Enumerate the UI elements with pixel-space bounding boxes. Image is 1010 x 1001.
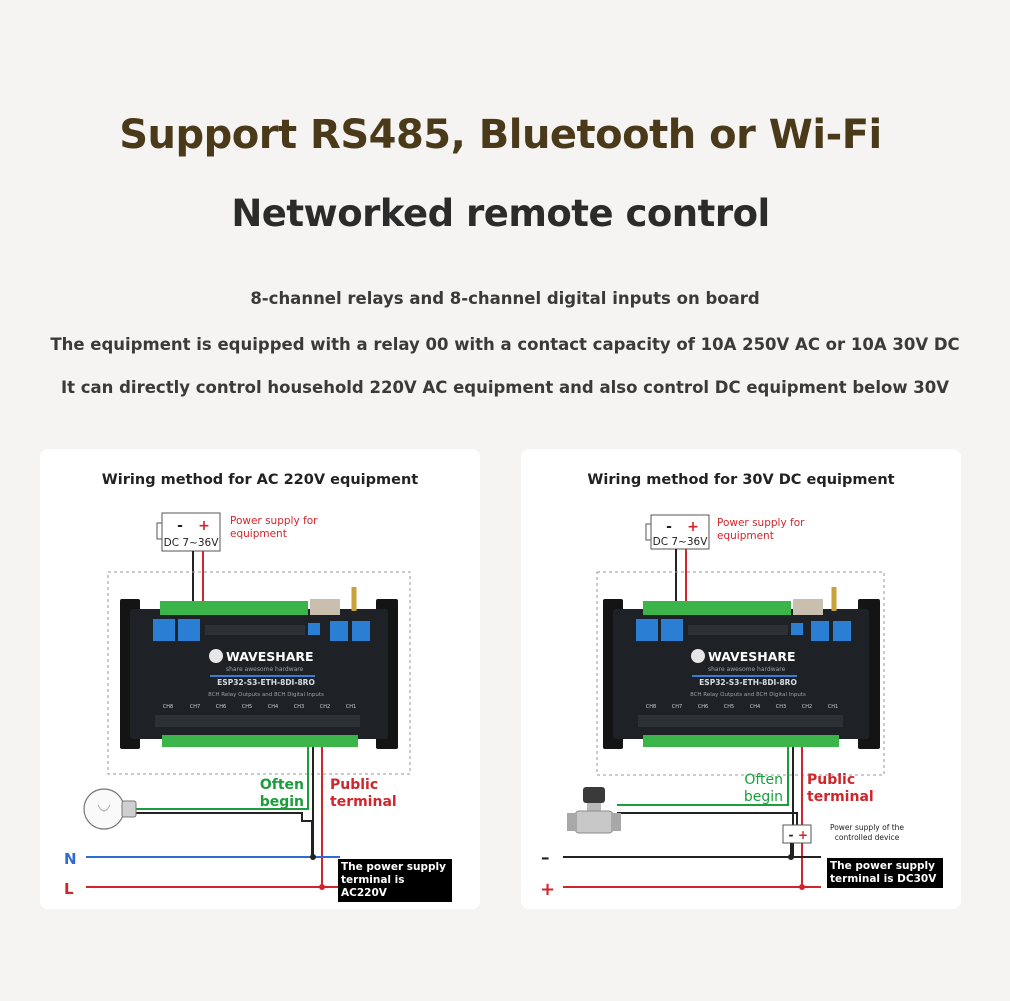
ac-description-text: 8CH Relay Outputs and 8CH Digital Inputs xyxy=(208,692,324,698)
dc-line-minus: – xyxy=(541,848,550,868)
ac-channel-label-5: CH5 xyxy=(242,704,252,710)
ac-supply-note: Power supply for equipment xyxy=(230,515,318,540)
feature-line-1: 8-channel relays and 8-channel digital i… xyxy=(250,289,760,308)
ac-wiring-panel: Wiring method for AC 220V equipment - + … xyxy=(40,449,480,909)
dc-device-supply-minus: - xyxy=(789,828,794,842)
dc-public-terminal-label: Public terminal xyxy=(807,772,874,805)
ac-supply-voltage: DC 7~36V xyxy=(164,537,220,549)
dc-channel-label-2: CH2 xyxy=(802,704,812,710)
dc-device-supply-plus: + xyxy=(798,828,808,842)
dc-device-supply-box: - + xyxy=(782,824,812,844)
ac-terminal-note-wrap: The power supply terminal is AC220V xyxy=(338,859,452,902)
dc-often-begin-label: Often begin xyxy=(743,772,783,805)
feature-line-3: It can directly control household 220V A… xyxy=(60,378,950,397)
dc-brand-text: WAVESHARE xyxy=(708,649,796,664)
dc-supply-voltage: DC 7~36V xyxy=(653,536,709,548)
dc-channel-label-1: CH1 xyxy=(828,704,838,710)
dc-supply-note: Power supply for equipment xyxy=(717,517,805,542)
dc-device-supply-note-wrap: Power supply of the controlled device xyxy=(829,823,905,842)
dc-panel-title: Wiring method for 30V DC equipment xyxy=(587,472,895,488)
light-bulb-icon xyxy=(83,788,137,830)
dc-brand-tagline: share awesome hardware xyxy=(708,666,786,673)
ac-supply-note-wrap: Power supply for equipment xyxy=(230,515,318,540)
dc-channel-label-7: CH7 xyxy=(672,704,682,710)
ac-public-terminal-label: Public terminal xyxy=(330,777,397,810)
ac-panel-title: Wiring method for AC 220V equipment xyxy=(101,472,419,488)
ac-channel-label-8: CH8 xyxy=(163,704,173,710)
ac-often-begin-wrap: Often begin xyxy=(259,777,304,810)
dc-public-terminal-wrap: Public terminal xyxy=(807,772,874,805)
ac-model-text: ESP32-S3-ETH-8DI-8RO xyxy=(217,678,315,687)
dc-line-plus: + xyxy=(540,879,555,900)
dc-channel-label-8: CH8 xyxy=(646,704,656,710)
dc-model-text: ESP32-S3-ETH-8DI-8RO xyxy=(699,678,797,687)
dc-supply-minus: - xyxy=(666,519,672,535)
solenoid-valve-icon xyxy=(567,787,621,834)
dc-relay-board: WAVESHARE share awesome hardware ESP32-S… xyxy=(603,587,880,749)
page-title: Support RS485, Bluetooth or Wi-Fi xyxy=(119,112,882,158)
ac-often-begin-label: Often begin xyxy=(259,777,304,810)
ac-brand-tagline: share awesome hardware xyxy=(226,666,304,673)
ac-channel-label-7: CH7 xyxy=(190,704,200,710)
ac-supply-minus: - xyxy=(177,518,183,534)
ac-channel-label-1: CH1 xyxy=(346,704,356,710)
dc-supply-box: - + DC 7~36V xyxy=(645,514,710,550)
ac-channel-label-6: CH6 xyxy=(216,704,226,710)
ac-channel-label-4: CH4 xyxy=(268,704,278,710)
page-subtitle: Networked remote control xyxy=(231,192,770,235)
dc-wiring-panel: Wiring method for 30V DC equipment - + D… xyxy=(521,449,961,909)
dc-wiring-diagram: - + DC 7~36V Power supply for equipment … xyxy=(540,514,943,900)
dc-channel-label-6: CH6 xyxy=(698,704,708,710)
dc-description-text: 8CH Relay Outputs and 8CH Digital Inputs xyxy=(690,692,806,698)
dc-supply-plus: + xyxy=(687,519,699,535)
dc-device-supply-note: Power supply of the controlled device xyxy=(829,823,905,842)
ac-terminal-note: The power supply terminal is AC220V xyxy=(338,859,452,902)
ac-brand-text: WAVESHARE xyxy=(226,649,314,664)
ac-supply-plus: + xyxy=(198,518,210,534)
dc-terminal-note: The power supply terminal is DC30V xyxy=(827,858,943,888)
ac-supply-box: - + DC 7~36V xyxy=(156,512,221,552)
ac-relay-board: WAVESHARE share awesome hardware ESP32-S… xyxy=(120,587,398,749)
ac-channel-label-3: CH3 xyxy=(294,704,304,710)
dc-supply-note-wrap: Power supply for equipment xyxy=(717,517,805,542)
ac-line-l: L xyxy=(64,880,74,898)
dc-channel-label-4: CH4 xyxy=(750,704,760,710)
dc-terminal-note-wrap: The power supply terminal is DC30V xyxy=(827,858,943,888)
ac-public-terminal-wrap: Public terminal xyxy=(330,777,397,810)
dc-often-begin-wrap: Often begin xyxy=(743,772,783,805)
ac-line-n: N xyxy=(64,850,77,868)
dc-channel-label-3: CH3 xyxy=(776,704,786,710)
ac-channel-label-2: CH2 xyxy=(320,704,330,710)
feature-line-2: The equipment is equipped with a relay 0… xyxy=(50,335,960,354)
dc-channel-label-5: CH5 xyxy=(724,704,734,710)
ac-wiring-diagram: - + DC 7~36V Power supply for equipment xyxy=(64,512,452,902)
